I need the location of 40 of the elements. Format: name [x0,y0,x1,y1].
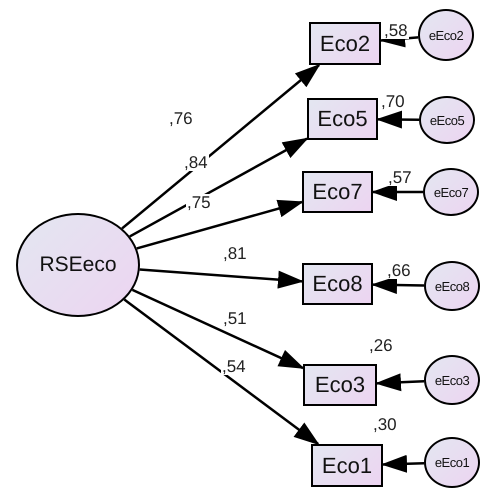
arrow [132,288,305,370]
variable-name: Eco8 [312,271,363,297]
observed-variable-box [309,22,381,65]
variable-name: eEco8 [434,278,470,294]
variable-name: eEco5 [430,112,464,128]
variable-name: RSEeco [39,253,117,277]
observed-variable-box [307,98,378,140]
arrow [375,373,424,392]
path-coefficient-label: ,75 [186,194,212,211]
squared-correlation-label: ,57 [387,169,413,186]
arrow [136,200,304,250]
arrow [124,298,320,446]
arrow [140,268,304,289]
squared-correlation-label: ,26 [368,337,394,354]
variable-name: Eco3 [314,372,366,398]
variable-name: eEco3 [434,372,470,388]
arrow [121,64,321,230]
path-coefficient-label: ,76 [168,110,194,127]
path-coefficient-label: ,54 [221,358,247,375]
path-coefficient-label: ,51 [222,310,248,327]
observed-variable-box [302,171,373,213]
squared-correlation-label: ,66 [386,262,412,279]
arrow [376,110,419,129]
arrow [129,138,309,238]
squared-correlation-label: ,30 [372,416,398,433]
variable-name: eEco7 [434,184,468,200]
path-coefficient-label: ,84 [183,154,209,171]
path-coefficient-label: ,81 [222,245,248,262]
variable-name: eEco2 [428,28,464,42]
arrow [381,454,424,473]
variable-name: Eco1 [322,452,372,478]
observed-variable-box [303,364,377,406]
variable-name: Eco5 [317,106,368,132]
variable-name: Eco2 [320,30,370,56]
variable-name: Eco7 [312,179,363,205]
variable-name: eEco1 [434,455,470,470]
squared-correlation-label: ,58 [383,22,409,39]
observed-variable-box [302,263,373,305]
squared-correlation-label: ,70 [380,93,406,110]
observed-variable-box [311,444,383,487]
